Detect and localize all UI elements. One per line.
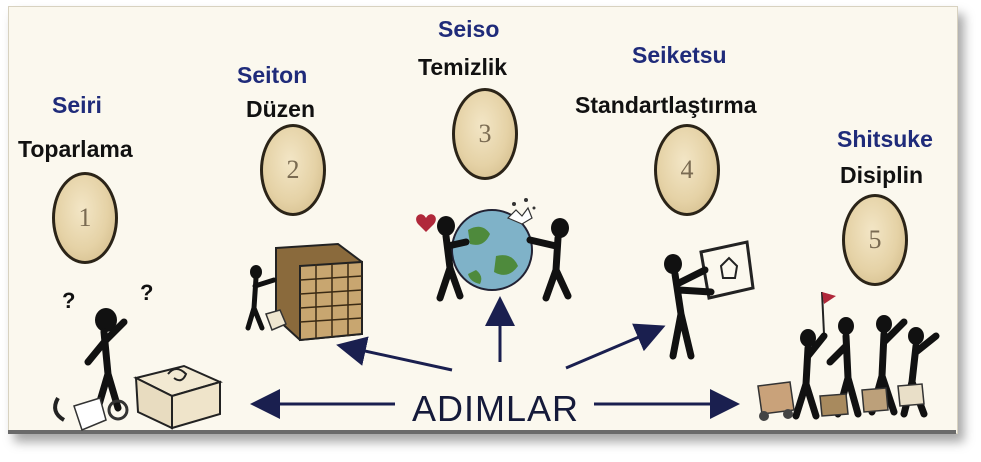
standardize-sign-illustration — [664, 240, 755, 360]
step-5-japanese-label: Shitsuke — [837, 126, 933, 152]
step-5-turkish-label: Disiplin — [840, 162, 924, 188]
step-3-number-badge: 3 — [452, 88, 518, 180]
step-2-japanese-label: Seiton — [237, 62, 308, 88]
step-2-turkish-label: Düzen — [246, 96, 315, 122]
step-3-turkish-label: Temizlik — [418, 54, 508, 80]
shelving-illustration — [245, 242, 363, 342]
step-5-number-badge: 5 — [842, 194, 908, 286]
step-1-japanese-label: Seiri — [52, 92, 102, 118]
center-steps-label: ADIMLAR — [412, 388, 580, 429]
cleaning-globe-illustration — [416, 198, 572, 302]
svg-text:?: ? — [140, 280, 153, 305]
svg-text:?: ? — [62, 288, 75, 313]
step-4-japanese-label: Seiketsu — [632, 42, 727, 68]
step-3-japanese-label: Seiso — [438, 16, 500, 42]
arrow-to-step-4 — [565, 323, 666, 370]
floor-line — [8, 430, 956, 434]
step-2-number-badge: 2 — [260, 124, 326, 216]
discipline-group-illustration — [757, 291, 940, 421]
sorting-person-illustration: ? ? — [53, 280, 223, 432]
step-1-turkish-label: Toparlama — [18, 136, 133, 162]
step-4-turkish-label: Standartlaştırma — [575, 92, 757, 118]
arrow-to-step-2 — [336, 336, 453, 372]
step-4-number-badge: 4 — [654, 124, 720, 216]
step-1-number-badge: 1 — [52, 172, 118, 264]
